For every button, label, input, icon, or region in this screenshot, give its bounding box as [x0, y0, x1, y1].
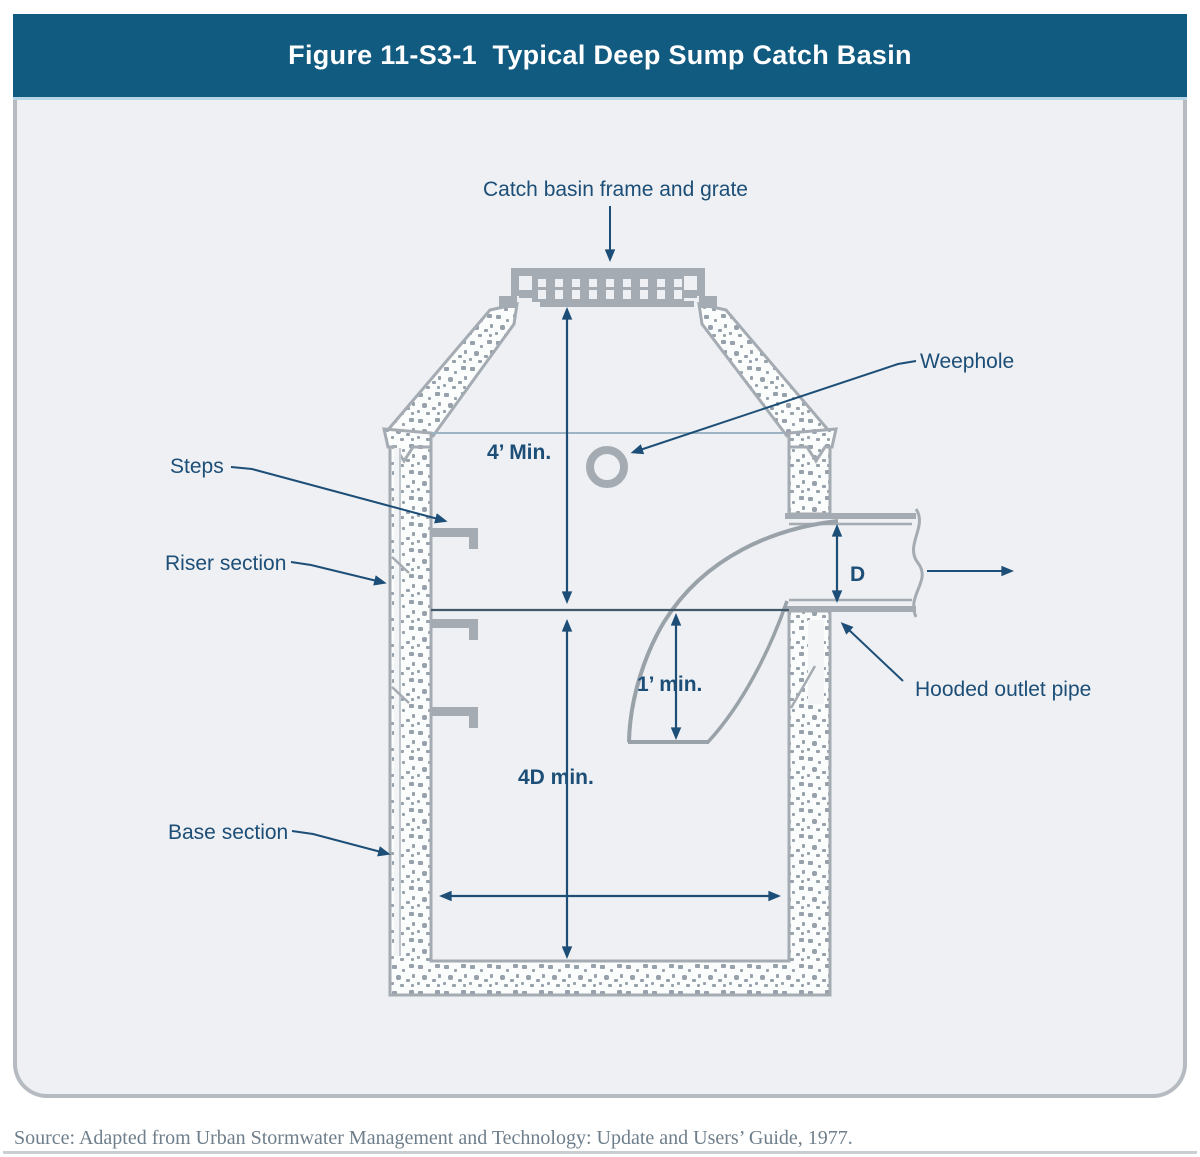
bottom-divider	[3, 1151, 1197, 1154]
figure-panel	[13, 100, 1187, 1098]
figure-title: Figure 11-S3-1 Typical Deep Sump Catch B…	[288, 40, 912, 70]
figure-title-bar: Figure 11-S3-1 Typical Deep Sump Catch B…	[13, 14, 1187, 100]
figure-container: Figure 11-S3-1 Typical Deep Sump Catch B…	[13, 14, 1187, 1098]
source-citation: Source: Adapted from Urban Stormwater Ma…	[14, 1127, 853, 1149]
